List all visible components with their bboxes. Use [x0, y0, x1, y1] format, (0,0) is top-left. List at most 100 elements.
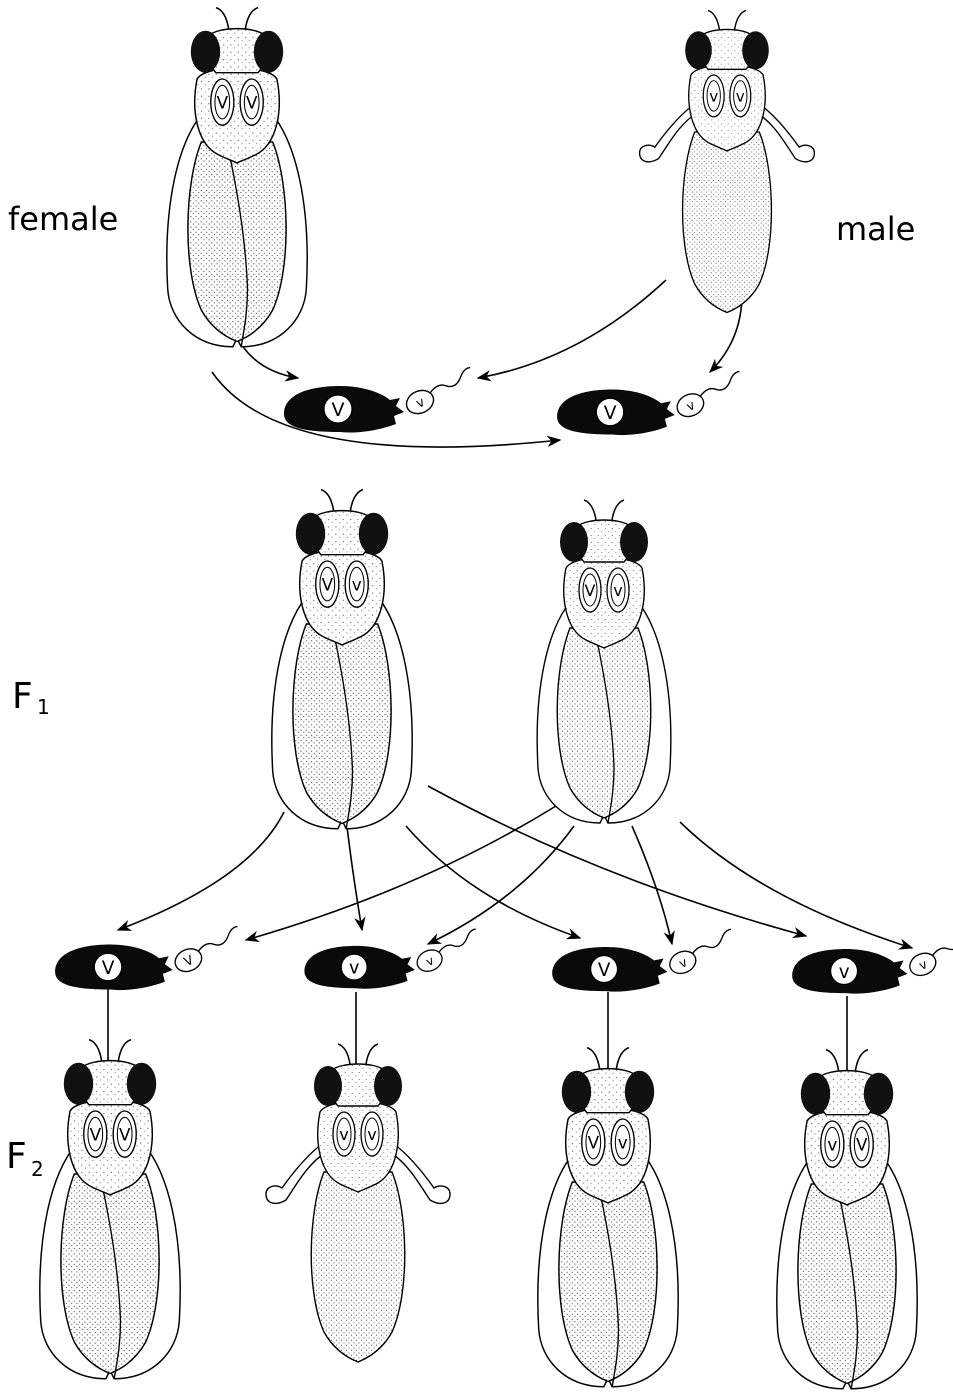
- svg-text:2: 2: [31, 1157, 44, 1181]
- arrow-f1m-to-sperm-4: [679, 821, 914, 950]
- right-antenna: [733, 9, 747, 30]
- right-antenna: [349, 488, 364, 511]
- female-label: female: [8, 200, 118, 238]
- chromosome-letter: v: [827, 1134, 837, 1154]
- arrow-f1f-to-egg-1: [116, 811, 285, 931]
- right-eye: [863, 1072, 894, 1115]
- right-eye: [126, 1062, 157, 1105]
- right-antenna: [854, 1048, 869, 1071]
- chromosome-letter: V: [246, 92, 258, 112]
- abdomen: [310, 1171, 406, 1363]
- left-eye: [295, 512, 326, 555]
- left-eye: [685, 31, 712, 70]
- left-eye: [63, 1062, 94, 1105]
- right-antenna: [117, 1038, 132, 1061]
- right-antenna: [365, 1043, 379, 1065]
- chromosome-letter: V: [322, 574, 334, 594]
- left-antenna: [88, 1038, 103, 1061]
- egg-nucleus-letter: v: [839, 962, 850, 983]
- f1-arrows: [116, 785, 914, 950]
- left-eye: [561, 1070, 592, 1113]
- left-antenna: [215, 6, 230, 29]
- left-antenna: [320, 488, 335, 511]
- right-eye: [358, 512, 389, 555]
- left-antenna: [583, 499, 597, 521]
- abdomen: [681, 131, 773, 314]
- right-eye: [620, 522, 648, 562]
- svg-text:F: F: [12, 676, 33, 717]
- arrow-f1m-to-sperm-3: [631, 825, 675, 946]
- egg-nucleus-letter: V: [604, 403, 617, 424]
- left-antenna: [825, 1048, 840, 1071]
- chromosome-letter: v: [352, 574, 362, 594]
- arrow-f1f-to-egg-2: [345, 817, 366, 932]
- f2-generation-label: F 2: [6, 1136, 44, 1181]
- left-antenna: [586, 1046, 601, 1069]
- right-antenna: [244, 6, 259, 29]
- sperm-cell: v: [405, 366, 471, 415]
- chromosome-letter: V: [585, 581, 596, 600]
- right-antenna: [611, 499, 625, 521]
- arrow-f1m-to-sperm-1: [244, 805, 557, 942]
- right-eye: [624, 1070, 655, 1113]
- f1-generation-label: F 1: [12, 676, 50, 719]
- arrow-f1m-to-sperm-2: [426, 825, 575, 945]
- egg-nucleus-letter: V: [598, 960, 611, 981]
- left-eye: [560, 522, 588, 562]
- abdomen: [797, 1183, 897, 1385]
- chromosome-letter: v: [339, 1125, 348, 1144]
- abdomen: [187, 141, 287, 343]
- arrow-female-to-egg-2: [211, 371, 562, 448]
- abdomen: [292, 623, 392, 825]
- chromosome-letter: V: [588, 1132, 600, 1152]
- chromosome-letter: V: [217, 92, 229, 112]
- arrow-male-to-sperm-1: [476, 279, 667, 382]
- left-vestigial-wing: [265, 1142, 327, 1205]
- sperm-cell: V: [174, 925, 238, 973]
- left-antenna: [337, 1043, 351, 1065]
- chromosome-letter: v: [709, 88, 718, 106]
- right-eye: [253, 30, 284, 73]
- chromosome-letter: v: [367, 1125, 376, 1144]
- chromosome-letter: v: [618, 1132, 628, 1152]
- egg-nucleus-letter: V: [102, 958, 115, 979]
- chromosome-letter: V: [856, 1134, 868, 1154]
- sperm-cell: v: [416, 928, 476, 972]
- right-eye: [742, 31, 769, 70]
- egg-nucleus-letter: V: [332, 399, 345, 421]
- svg-text:1: 1: [37, 695, 50, 719]
- chromosome-letter: V: [119, 1124, 131, 1144]
- chromosome-letter: v: [736, 88, 745, 106]
- sperm-cell: v: [676, 370, 740, 418]
- right-vestigial-wing: [756, 104, 816, 163]
- f2-connectors: [107, 988, 848, 1072]
- abdomen: [558, 1181, 658, 1383]
- chromosome-letter: V: [90, 1124, 102, 1144]
- right-vestigial-wing: [389, 1142, 451, 1205]
- sperm-cell: v: [669, 928, 732, 975]
- arrow-f1f-to-egg-3: [405, 825, 582, 940]
- left-vestigial-wing: [638, 104, 698, 163]
- chromosome-letter: v: [613, 581, 622, 600]
- left-antenna: [707, 9, 721, 30]
- right-eye: [374, 1066, 402, 1106]
- arrow-f1f-to-egg-4: [427, 785, 808, 939]
- abdomen: [60, 1173, 160, 1375]
- abdomen: [556, 627, 652, 819]
- right-antenna: [615, 1046, 630, 1069]
- svg-text:F: F: [6, 1136, 27, 1177]
- sperm-cell: v: [909, 930, 953, 977]
